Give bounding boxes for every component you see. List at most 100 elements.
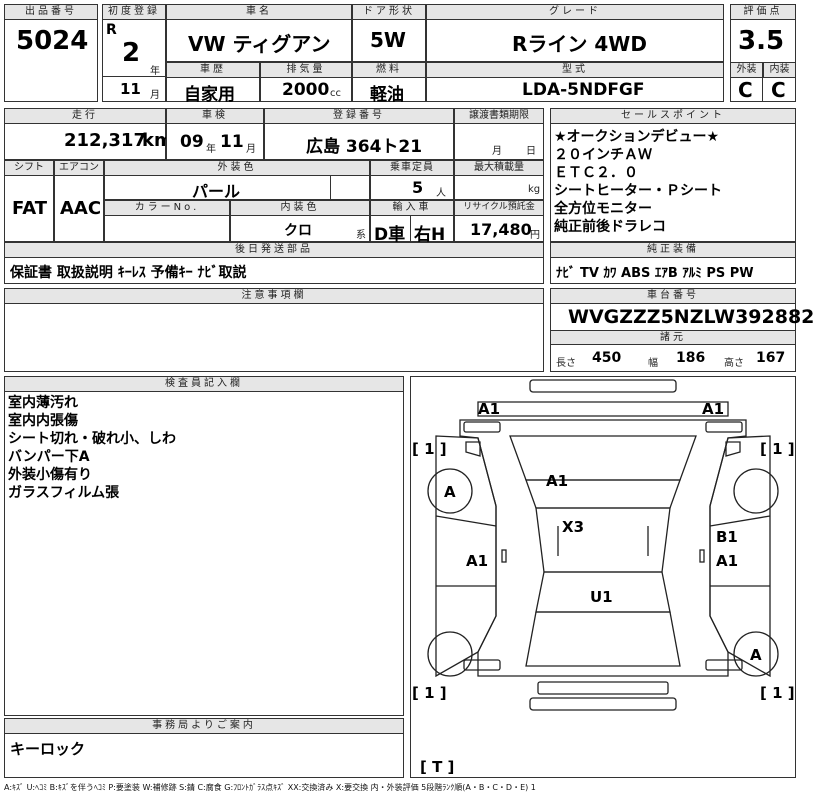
tire-rear-left: [ 1 ] [412,684,447,702]
model-code: LDA-5NDFGF [522,80,645,100]
vin-label: 車台番号 [550,288,796,304]
spec-length: 450 [592,350,622,366]
sales-point-item: シートヒーター・Ｐシート [554,183,722,199]
rear-bumper [529,697,677,711]
spec-height: 167 [756,350,786,366]
import-label: 輸入車 [370,200,454,216]
first-reg-divider [102,76,166,77]
specs-label: 諸元 [550,330,796,345]
rear-bumper-top [537,681,669,695]
inspection-year-unit: 年 [206,144,216,155]
int-score: C [771,78,786,102]
first-reg-label: 初度登録 [102,4,166,20]
car-name: VW ティグアン [188,32,331,56]
inspector-cell [4,376,404,716]
right-mirror [725,441,741,457]
plate-label: 登録番号 [264,108,454,124]
later-items-label: 後日発送部品 [4,242,544,258]
head-light-left [463,421,501,433]
lot-cell [4,4,98,102]
inspector-label: 検査員記入欄 [4,376,404,392]
shift-label: シフト [4,160,54,176]
first-reg-cell [102,4,166,102]
left-handle [501,549,507,563]
head-light-right [705,421,743,433]
shift: FAT [12,198,48,219]
trunk [525,611,681,667]
mark-wheel-rear-right: A [750,646,762,664]
score-label: 評価点 [730,4,796,20]
displacement: 2000 [282,80,330,100]
fuel: 軽油 [370,85,404,105]
body-outline [459,419,747,677]
sales-points-list: ★オークションデビュー★ ２０インチＡＷ ＥＴＣ２．０ シートヒーター・Ｐシート… [554,128,722,236]
mark-front-left: A1 [478,400,501,418]
history-label: 車歴 [166,62,260,78]
wheel-front-left [427,468,473,514]
mileage-label: 走行 [4,108,166,124]
right-door-line [709,515,771,527]
score-value: 3.5 [738,26,785,56]
mark-hood: A1 [546,472,569,490]
left-mirror [465,441,481,457]
sales-point-item: ＥＴＣ２．０ [554,165,638,181]
roof [535,507,671,573]
mark-front-right: A1 [702,400,725,418]
plate-number: 広島 364ト21 [306,137,423,157]
int-score-label: 内装 [763,62,796,78]
spec-width-label: 幅 [648,358,658,369]
ext-color: パール [192,182,241,201]
grade: Rライン 4WD [512,32,647,56]
spec-width: 186 [676,350,706,366]
mark-roof: X3 [562,518,585,536]
wheel-front-right [733,468,779,514]
tire-front-left: [ 1 ] [412,440,447,458]
first-reg-era: R [106,22,117,38]
recycle-fee: 17,480 [470,220,532,239]
front-bumper-top [529,379,677,393]
later-items: 保証書 取扱説明 ｷｰﾚｽ 予備ｷｰ ﾅﾋﾞ取説 [10,265,247,281]
door-type: 5W [370,28,406,52]
displacement-unit: cc [330,88,341,99]
int-color: クロ [284,223,312,239]
office-label: 事務局よりご案内 [4,718,404,734]
equipment-label: 純正装備 [550,242,796,258]
first-reg-year-unit: 年 [150,66,160,77]
inspector-note: 外装小傷有り [8,467,92,483]
mileage: 212,317 [64,130,146,151]
spec-length-label: 長さ [556,358,576,369]
recycle-label: リサイクル預託金 [454,200,544,216]
inspector-note: シート切れ・破れ小、しわ [8,431,176,447]
inspector-note: 室内薄汚れ [8,395,78,411]
legend-footer: A:ｷｽﾞ U:ﾍｺﾐ B:ｷｽﾞを伴うﾍｺﾐ P:要塗装 W:補修跡 S:錆 … [4,783,536,792]
import-handle: 右H [414,225,446,245]
tail-light-left [463,659,501,671]
int-color-unit: 系 [356,230,366,241]
first-reg-month: 11 [120,80,141,98]
notes-label: 注意事項欄 [4,288,544,304]
transfer-label: 譲渡書類期限 [454,108,544,124]
import-type: D車 [374,225,406,245]
history: 自家用 [184,85,235,105]
sales-point-item: ★オークションデビュー★ [554,129,720,145]
mark-right-side-2: A1 [716,552,739,570]
wheel-rear-right [733,631,779,677]
lot-label: 出品番号 [4,4,98,20]
fuel-label: 燃料 [352,62,426,78]
inspection-year: 09 [180,132,204,152]
ext-color-divider [330,176,331,200]
office-note: キーロック [10,740,86,758]
tire-front-right: [ 1 ] [760,440,795,458]
door-label: ドア形状 [352,4,426,20]
color-no-label: カラーNo. [104,200,230,216]
front-bumper [477,401,729,417]
car-name-label: 車名 [166,4,352,20]
car-diagram-cell [410,376,796,778]
mileage-unit: km [142,130,173,151]
first-reg-month-unit: 月 [150,90,160,101]
left-side-panel [435,435,497,678]
inspector-notes: 室内薄汚れ 室内内張傷 シート切れ・破れ小、しわ バンパー下A 外装小傷有り ガ… [8,394,176,502]
spare-tire: [ T ] [420,758,455,776]
ext-color-label: 外装色 [104,160,370,176]
tail-light-right [705,659,743,671]
